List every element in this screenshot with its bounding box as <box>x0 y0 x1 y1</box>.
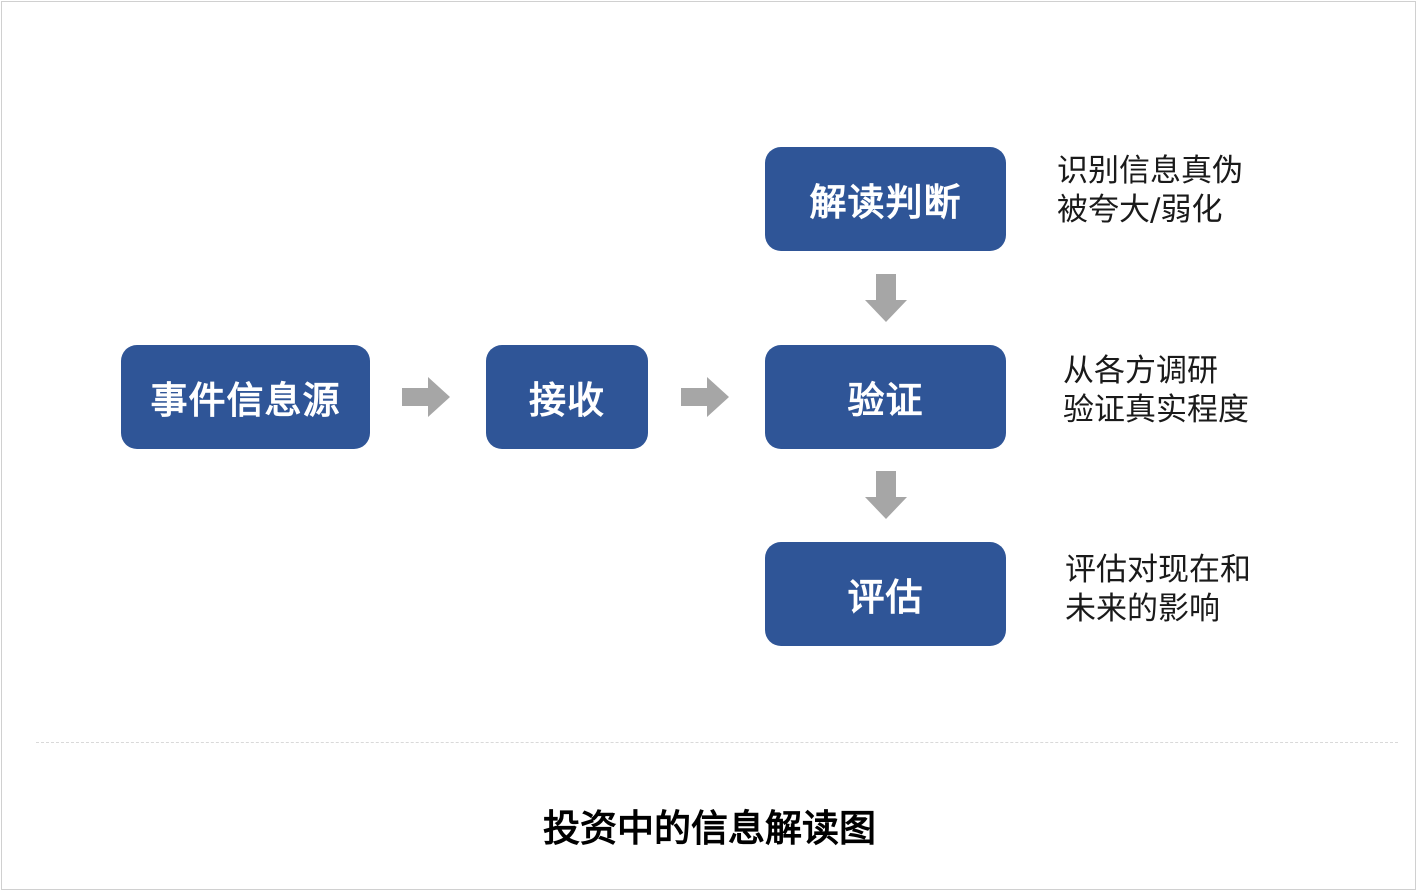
node-interpret: 解读判断 <box>765 147 1006 251</box>
note-verify: 从各方调研 验证真实程度 <box>1063 352 1249 430</box>
node-event-source: 事件信息源 <box>121 345 370 449</box>
note-evaluate-line: 评估对现在和 <box>1065 552 1251 588</box>
note-interpret-line: 被夸大/弱化 <box>1057 192 1223 228</box>
note-evaluate-line: 未来的影响 <box>1065 591 1220 627</box>
note-interpret: 识别信息真伪 被夸大/弱化 <box>1057 152 1243 230</box>
note-interpret-line: 识别信息真伪 <box>1057 153 1243 189</box>
note-verify-line: 从各方调研 <box>1063 353 1218 389</box>
divider <box>36 742 1398 743</box>
arrow-down-icon <box>865 274 907 322</box>
note-verify-line: 验证真实程度 <box>1063 392 1249 428</box>
node-event-source-label: 事件信息源 <box>150 379 341 422</box>
node-verify-label: 验证 <box>847 379 924 422</box>
note-evaluate: 评估对现在和 未来的影响 <box>1065 551 1251 629</box>
arrow-right-icon <box>402 377 450 417</box>
arrow-right-icon <box>681 377 729 417</box>
node-evaluate: 评估 <box>765 542 1006 646</box>
node-receive: 接收 <box>486 345 648 449</box>
node-verify: 验证 <box>765 345 1006 449</box>
node-evaluate-label: 评估 <box>847 576 924 619</box>
node-interpret-label: 解读判断 <box>809 181 962 224</box>
diagram-caption: 投资中的信息解读图 <box>543 807 876 850</box>
node-receive-label: 接收 <box>529 379 605 422</box>
arrow-down-icon <box>865 471 907 519</box>
